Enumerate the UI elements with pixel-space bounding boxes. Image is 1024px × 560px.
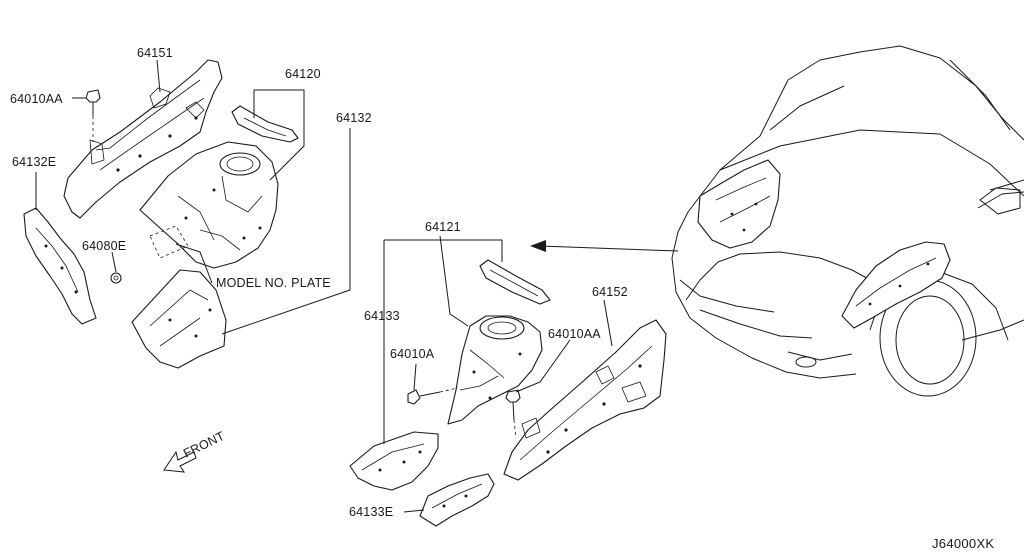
leader-lines-center: [383, 235, 613, 513]
bolt-64010AA-mid: [505, 389, 521, 439]
car-overview: [671, 45, 1024, 397]
bolt-64010AA-top: [85, 89, 101, 142]
part-64133-lower-apron: [349, 431, 439, 491]
part-labels: 64151 64010AA 64120 64132 64132E 64080E …: [10, 46, 994, 551]
label-model-plate: MODEL NO. PLATE: [216, 276, 331, 290]
part-64132-lower-apron: [131, 269, 227, 369]
part-64121-wheel-housing: [447, 315, 543, 425]
label-64010AA-mid: 64010AA: [548, 327, 601, 341]
part-64133E-side-panel: [419, 473, 495, 527]
bolt-64010A: [407, 387, 459, 405]
label-64080E: 64080E: [82, 239, 126, 253]
label-64132: 64132: [336, 111, 372, 125]
part-64120-wheel-housing: [139, 141, 279, 269]
label-64010A: 64010A: [390, 347, 435, 361]
label-64121: 64121: [425, 220, 461, 234]
part-64121-bracket: [479, 259, 551, 305]
part-64120-bracket: [231, 105, 299, 143]
clip-64080E: [110, 272, 122, 284]
front-indicator: FRONT: [163, 429, 227, 473]
part-64151-upper-rail: [63, 59, 223, 219]
label-64132E: 64132E: [12, 155, 56, 169]
drawing-code: J64000XK: [932, 536, 994, 551]
label-64010AA-top: 64010AA: [10, 92, 63, 106]
label-64133E: 64133E: [349, 505, 393, 519]
part-64152-upper-rail: [503, 319, 667, 481]
label-64151: 64151: [137, 46, 173, 60]
front-label: FRONT: [181, 429, 227, 461]
leader-lines-left: [35, 59, 351, 335]
label-64133: 64133: [364, 309, 400, 323]
model-plate-outline: [149, 225, 189, 259]
part-64132E-side-panel: [23, 207, 97, 325]
label-64120: 64120: [285, 67, 321, 81]
direction-arrow: [530, 240, 679, 252]
label-64152: 64152: [592, 285, 628, 299]
